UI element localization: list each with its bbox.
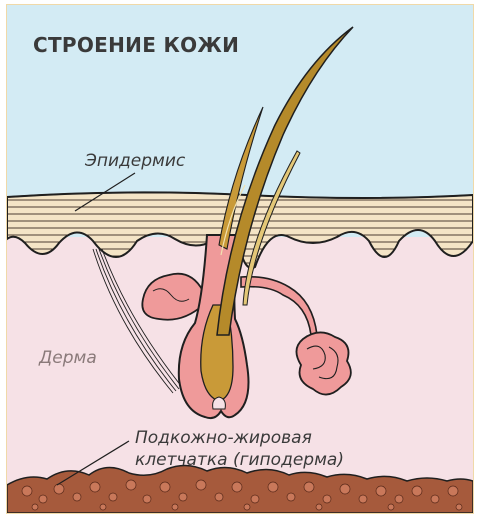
- diagram-title: СТРОЕНИЕ КОЖИ: [33, 33, 239, 57]
- label-hypodermis: Подкожно-жировая клетчатка (гиподерма): [135, 427, 344, 471]
- label-dermis: Дерма: [39, 348, 97, 368]
- skin-structure-diagram: СТРОЕНИЕ КОЖИ Эпидермис Дерма Подкожно-ж…: [6, 4, 474, 514]
- label-hypodermis-line1: Подкожно-жировая: [135, 427, 344, 449]
- label-hypodermis-line2: клетчатка (гиподерма): [135, 449, 344, 471]
- label-epidermis: Эпидермис: [85, 151, 185, 171]
- dermal-papilla: [213, 397, 226, 409]
